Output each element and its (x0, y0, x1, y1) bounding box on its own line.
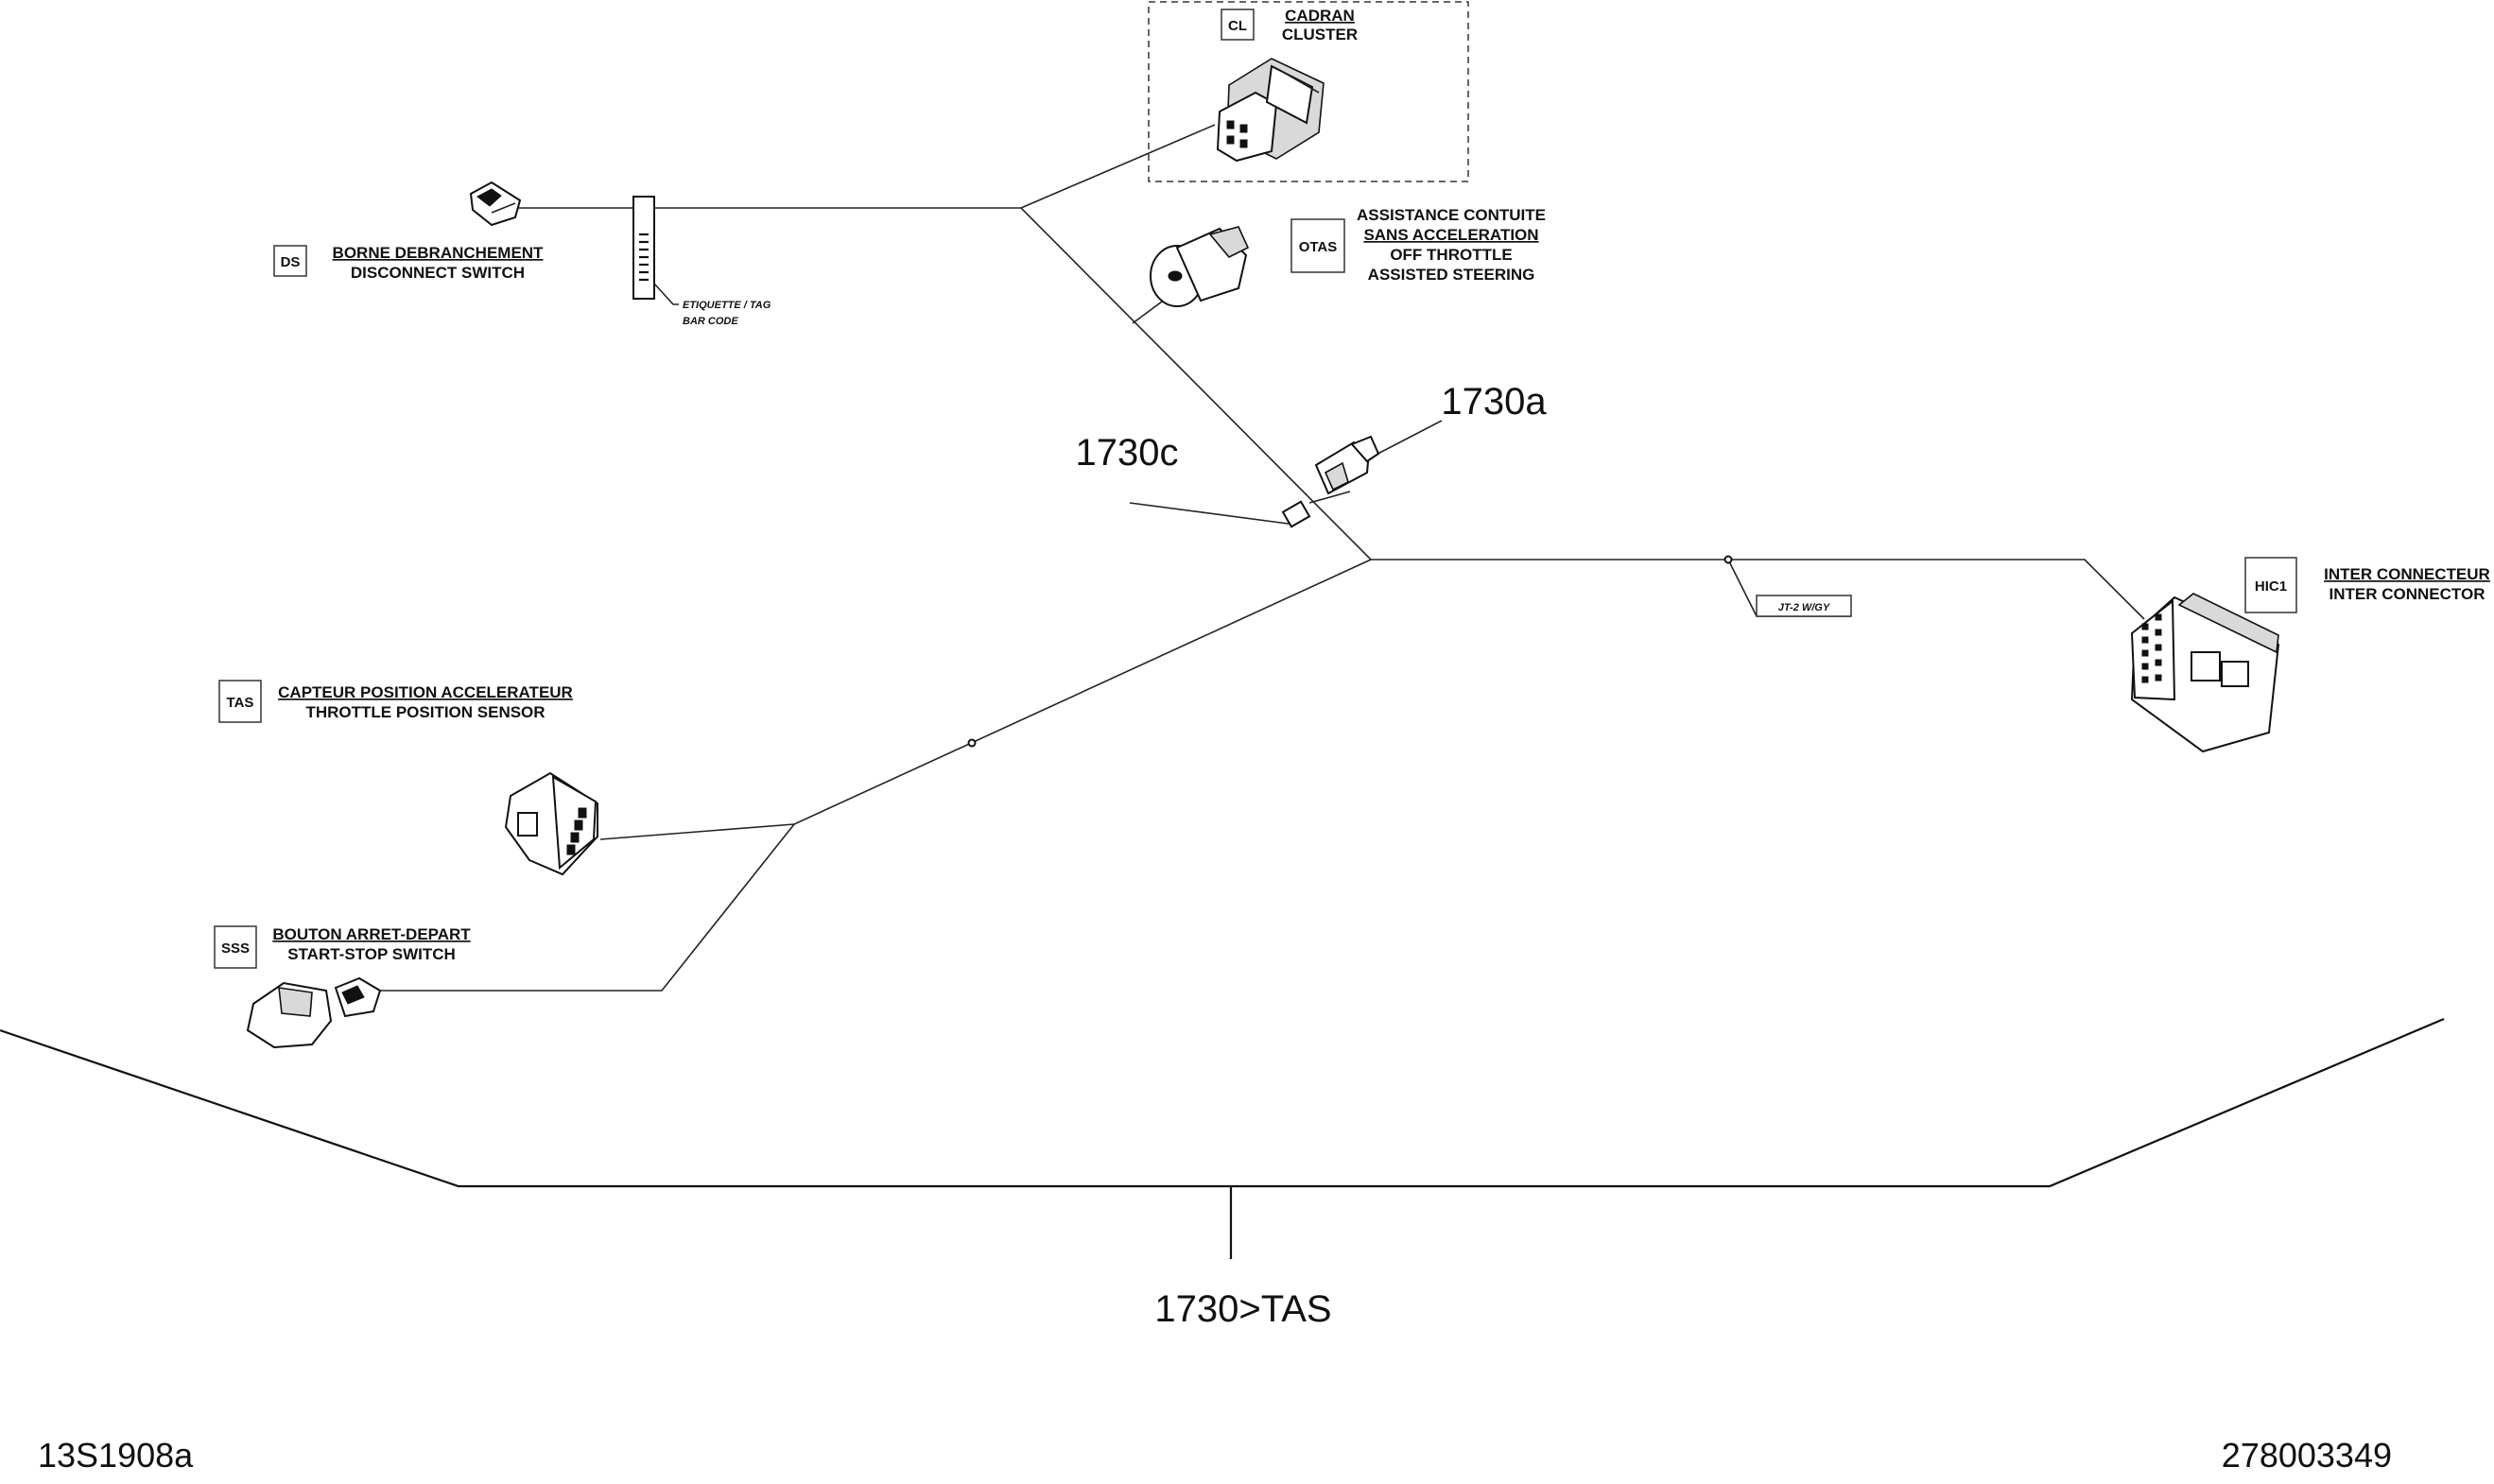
throttle-sensor-code: TAS (227, 695, 254, 711)
throttle-sensor-label-fr: CAPTEUR POSITION ACCELERATEUR (278, 683, 573, 701)
disconnect-switch-code: DS (281, 254, 301, 270)
cluster-connector-icon (1216, 58, 1325, 163)
drawing-reference-left: 13S1908a (38, 1436, 194, 1475)
inter-connector-code: HIC1 (2255, 578, 2287, 595)
inter-connector-icon (2130, 593, 2280, 753)
callout-1730c: 1730c (1076, 432, 1179, 474)
otas-label-fr-2: SANS ACCELERATION (1363, 226, 1538, 244)
start-stop-switch-code-box (214, 925, 257, 969)
inter-connector-label-en: INTER CONNECTOR (2329, 585, 2485, 603)
part-number-right: 278003349 (2222, 1436, 2392, 1475)
otas-label-en-2: ASSISTED STEERING (1368, 266, 1535, 284)
cluster-branch-wire (1020, 124, 1216, 209)
wire-splice-point (967, 738, 977, 748)
cluster-code-box (1221, 9, 1255, 41)
throttle-sensor-connector-icon (504, 771, 598, 876)
cluster-group: CL CADRAN CLUSTER (1148, 1, 1469, 182)
start-stop-switch-icon (246, 976, 382, 1049)
barcode-tag-icon (632, 196, 679, 305)
otas-code: OTAS (1299, 239, 1338, 255)
callout-leader-1730c (1129, 502, 1296, 526)
otas-code-box (1290, 218, 1345, 273)
otas-group: OTAS ASSISTANCE CONTUITE SANS ACCELERATI… (1150, 206, 1546, 307)
junction-label-box (1756, 595, 1852, 617)
harness-callout: 1730>TAS (1154, 1288, 1331, 1330)
junction-label: JT-2 W/GY (1778, 602, 1831, 613)
tee-branch-wire (1308, 491, 1351, 504)
throttle-sensor-code-box (218, 680, 262, 723)
start-stop-switch-label-fr: BOUTON ARRET-DEPART (272, 925, 471, 943)
inter-connector-group: HIC1 INTER CONNECTEUR INTER CONNECTOR (2130, 557, 2490, 753)
inter-connector-label-fr: INTER CONNECTEUR (2324, 565, 2490, 583)
junction-splice-jt2 (1723, 555, 1733, 564)
otas-label-en-1: OFF THROTTLE (1390, 246, 1512, 264)
disconnect-switch-code-box (273, 245, 307, 277)
disconnect-switch-label-fr: BORNE DEBRANCHEMENT (333, 244, 545, 262)
lower-branch-wire (373, 559, 1372, 992)
barcode-tag-label-fr: ETIQUETTE / TAG (683, 300, 771, 311)
otas-connector-icon (1150, 226, 1250, 307)
tas-branch-wire (599, 823, 795, 840)
start-stop-switch-code: SSS (221, 940, 250, 957)
disconnect-switch-connector-icon (469, 181, 522, 227)
harness-wires (373, 124, 2145, 992)
harness-span-bracket (0, 1017, 2445, 1188)
barcode-tag-label-en: BAR CODE (683, 316, 738, 327)
otas-label-fr-1: ASSISTANCE CONTUITE (1357, 206, 1546, 224)
tee-fitting-icon (1281, 435, 1380, 528)
start-stop-switch-group: SSS BOUTON ARRET-DEPART START-STOP SWITC… (214, 925, 471, 1049)
cluster-label-fr: CADRAN (1285, 7, 1355, 25)
inter-connector-code-box (2244, 557, 2297, 613)
start-stop-switch-label-en: START-STOP SWITCH (287, 945, 456, 963)
cluster-code: CL (1228, 18, 1247, 34)
disconnect-switch-label-en: DISCONNECT SWITCH (351, 264, 525, 282)
callout-1730a: 1730a (1441, 381, 1547, 423)
disconnect-switch-group: DS BORNE DEBRANCHEMENT DISCONNECT SWITCH… (273, 181, 771, 327)
throttle-sensor-label-en: THROTTLE POSITION SENSOR (305, 703, 545, 721)
throttle-sensor-group: TAS CAPTEUR POSITION ACCELERATEUR THROTT… (218, 680, 598, 876)
cluster-label-en: CLUSTER (1282, 26, 1358, 43)
cluster-dashed-frame (1148, 1, 1469, 182)
